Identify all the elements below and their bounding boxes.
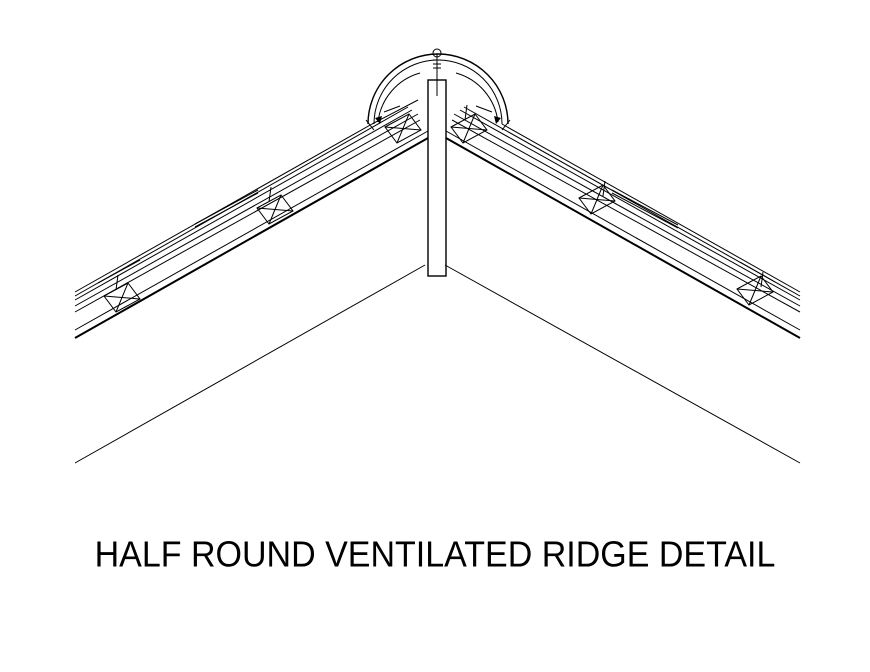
left-batten-3 [384,113,422,144]
right-roof-slope [445,104,801,339]
right-batten-1 [450,104,488,144]
left-batten-2 [256,186,294,225]
ridge-board [427,79,447,277]
drawing-title: HALF ROUND VENTILATED RIDGE DETAIL [94,535,776,575]
left-roof-slope [74,99,429,339]
ventilation-arrows [375,72,501,124]
right-batten-2 [578,180,616,215]
ceiling-lines [74,264,801,464]
right-batten-3 [736,271,774,306]
left-batten-1 [103,274,141,313]
half-round-ridge-cap [365,48,511,131]
